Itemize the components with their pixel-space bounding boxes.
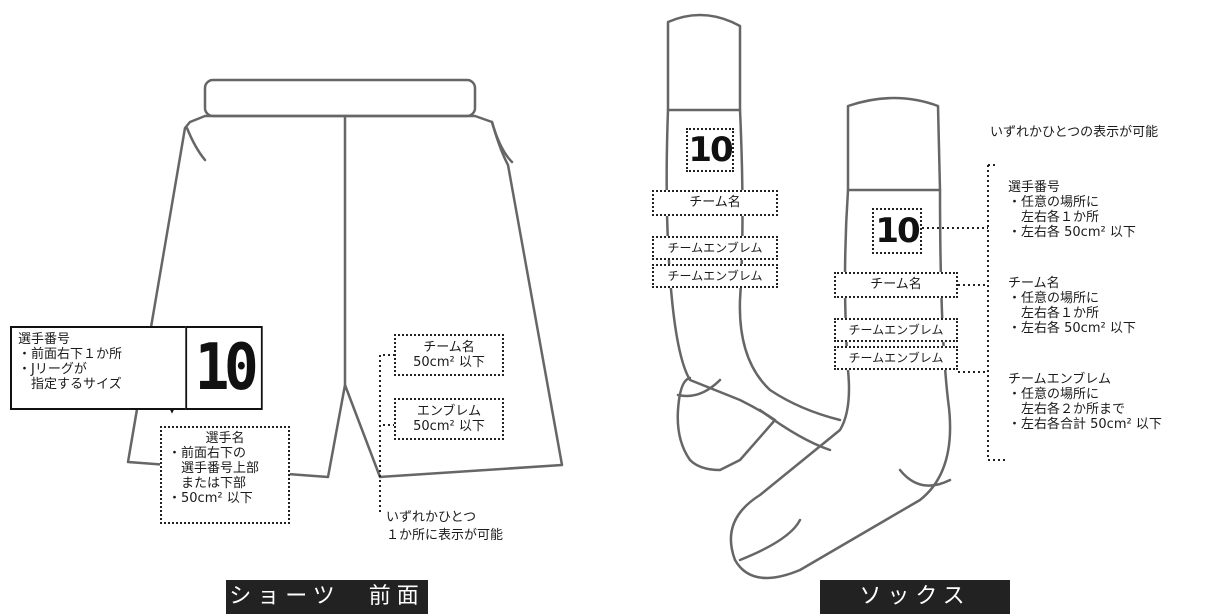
player-number-callout: 選手番号 ・前面右下１か所 ・Jリーグが 指定するサイズ [10,326,186,410]
player-name-title: 選手名 [205,431,245,446]
player-name-line-1: ・前面右下の [168,446,247,461]
sock-number-rule-title: 選手番号 [1008,180,1061,195]
player-number-line-3: 指定するサイズ [18,377,122,392]
player-name-line-4: ・50cm² 以下 [168,491,253,506]
sock-team-rule-1: ・任意の場所に [1008,291,1100,306]
player-number-line-1: ・前面右下１か所 [18,347,123,362]
left-sock-foot [758,408,832,452]
sock-number-rule-3: ・左右各 50cm² 以下 [1008,225,1136,240]
shorts-team-name-label: チーム名 [423,340,475,355]
sock-emblem-rule-title: チームエンブレム [1008,372,1111,387]
player-number-line-2: ・Jリーグが [18,362,87,377]
left-sock-number: 10 [686,128,734,172]
sock-team-rule-2: 左右各１か所 [1008,306,1100,321]
sock-team-rule-3: ・左右各 50cm² 以下 [1008,321,1136,336]
right-sock-emblem-2: チームエンブレム [834,346,958,370]
sock-bracket [987,165,1006,461]
shorts-right-seam [490,120,514,164]
left-sock-heel [676,378,722,398]
sock-emblem-rule-3: ・左右各合計 50cm² 以下 [1008,417,1162,432]
socks-top-note: いずれかひとつの表示が可能 [990,125,1159,140]
shorts-emblem-size: 50cm² 以下 [413,419,485,434]
right-sock-team-name: チーム名 [834,272,958,298]
player-number-title: 選手番号 [18,332,71,347]
sock-number-rule: 選手番号 ・任意の場所に 左右各１か所 ・左右各 50cm² 以下 [1008,180,1136,240]
left-sock-emblem-1: チームエンブレム [652,236,778,260]
shorts-emblem-label: エンブレム [416,404,482,419]
shorts-player-number: 10 [185,326,263,410]
shorts-waistband [203,78,477,118]
left-sock-emblem-2: チームエンブレム [652,264,778,288]
sock-emblem-rule-1: ・任意の場所に [1008,387,1100,402]
shorts-either-note-1: いずれかひとつ [386,510,477,525]
shorts-outline [126,78,564,479]
player-name-line-3: または下部 [168,476,247,491]
sock-number-rule-2: 左右各１か所 [1008,210,1100,225]
left-sock-outline [665,13,842,472]
left-sock-cuff [666,13,742,112]
sock-emblem-rule: チームエンブレム ・任意の場所に 左右各２か所まで ・左右各合計 50cm² 以… [1008,372,1162,432]
right-sock-cuff [846,96,942,192]
left-sock-team-name: チーム名 [652,190,778,216]
shorts-emblem-box: エンブレム 50cm² 以下 [394,398,504,440]
shorts-left-seam [185,126,207,162]
socks-caption: ソックス [820,580,1010,614]
shorts-team-connector [379,354,395,515]
right-sock-heel [898,468,952,487]
right-sock-toe [738,518,802,562]
sock-emblem-rule-2: 左右各２か所まで [1008,402,1126,417]
shorts-either-note-2: １か所に表示が可能 [386,528,504,543]
sock-team-name-rule: チーム名 ・任意の場所に 左右各１か所 ・左右各 50cm² 以下 [1008,276,1136,336]
shorts-team-name-box: チーム名 50cm² 以下 [394,334,504,376]
right-sock-number: 10 [872,208,922,254]
shorts-caption: ショーツ 前面 [226,580,428,614]
right-sock-emblem-1: チームエンブレム [834,318,958,342]
sock-team-rule-title: チーム名 [1008,276,1060,291]
sock-number-rule-1: ・任意の場所に [1008,195,1100,210]
player-name-line-2: 選手番号上部 [168,461,260,476]
shorts-team-name-size: 50cm² 以下 [413,355,485,370]
player-name-callout: 選手名 ・前面右下の 選手番号上部 または下部 ・50cm² 以下 [160,426,290,524]
